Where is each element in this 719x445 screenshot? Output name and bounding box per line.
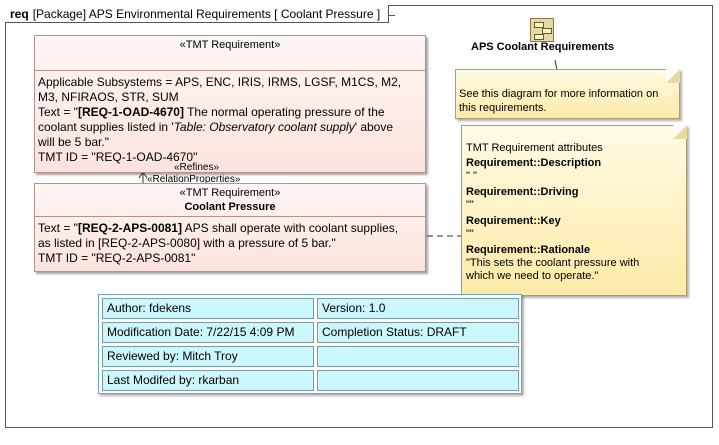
text-content-2b: ' above: [354, 120, 394, 134]
note-fold: [673, 125, 687, 139]
frame-kind: req: [10, 7, 29, 21]
note-text: See this diagram for more information on…: [456, 70, 679, 115]
note-fold: [666, 69, 680, 83]
subsystems-line-2: M3, NFIRAOS, STR, SUM: [38, 90, 179, 104]
note-diagram-info[interactable]: See this diagram for more information on…: [455, 69, 680, 119]
completion-status-cell: Completion Status: DRAFT: [317, 322, 519, 343]
refines-label: «Refines»: [174, 162, 220, 173]
attribute-value-2: which we need to operate.": [466, 270, 599, 282]
last-modified-by-cell: Last Modifed by: rkarban: [102, 370, 314, 391]
note-requirement-attributes[interactable]: TMT Requirement attributes Requirement::…: [461, 125, 687, 296]
note-line-1: See this diagram for more information on: [459, 88, 659, 100]
modification-date-cell: Modification Date: 7/22/15 4:09 PM: [102, 322, 314, 343]
diagram-info-table: Author: fdekens Version: 1.0 Modificatio…: [98, 294, 522, 394]
text-prefix: Text = ": [38, 221, 78, 235]
text-content: The normal operating pressure of the: [183, 105, 385, 119]
text-prefix: Text = ": [38, 105, 78, 119]
text-line-3: will be 5 bar.": [38, 135, 109, 149]
author-cell: Author: fdekens: [102, 298, 314, 319]
attribute-value: " ": [466, 170, 477, 182]
frame-header: req[Package] APS Environmental Requireme…: [5, 5, 390, 23]
attribute-name: Requirement::Key: [466, 215, 561, 227]
text-content-2a: coolant supplies listed in ': [38, 120, 174, 134]
version-cell: Version: 1.0: [317, 298, 519, 319]
text-line: Text = "[REQ-1-OAD-4670] The normal oper…: [38, 105, 422, 120]
requirement-stereotype: «TMT Requirement»: [179, 39, 281, 51]
attribute-value: "This sets the coolant pressure with: [466, 257, 640, 269]
requirement-box-coolant-pressure[interactable]: «TMT Requirement» Coolant Pressure Text …: [34, 183, 426, 272]
package-anchor-line: [554, 59, 558, 71]
text-content: APS shall operate with coolant supplies,: [181, 221, 399, 235]
attribute-name: Requirement::Description: [466, 157, 602, 169]
text-id: [REQ-2-APS-0081]: [77, 221, 182, 235]
tmt-id-line: TMT ID = "REQ-2-APS-0081": [38, 251, 196, 265]
text-id: [REQ-1-OAD-4670]: [77, 105, 184, 119]
attribute-list: Requirement::Description " " Requirement…: [462, 157, 686, 283]
subsystems-line: Applicable Subsystems = APS, ENC, IRIS, …: [38, 75, 402, 89]
attribute-value: "": [466, 228, 474, 240]
frame-title: [Package] APS Environmental Requirements…: [32, 7, 381, 21]
text-line-2: as listed in [REQ-2-APS-0080] with a pre…: [38, 236, 336, 250]
requirement-name: Coolant Pressure: [184, 201, 276, 213]
note-header: TMT Requirement attributes: [466, 142, 603, 154]
requirement-body: Text = "[REQ-2-APS-0081] APS shall opera…: [35, 217, 425, 266]
requirement-box-oad[interactable]: «TMT Requirement» Applicable Subsystems …: [34, 35, 426, 173]
attribute-name: Requirement::Rationale: [466, 244, 591, 256]
reviewed-by-cell: Reviewed by: Mitch Troy: [102, 346, 314, 367]
compartment-divider: [35, 70, 425, 71]
empty-cell: [317, 346, 519, 367]
table-reference: Table: Observatory coolant supply: [173, 120, 355, 134]
text-line: Text = "[REQ-2-APS-0081] APS shall opera…: [38, 221, 422, 236]
text-line-2: coolant supplies listed in 'Table: Obser…: [38, 120, 422, 135]
attribute-name: Requirement::Driving: [466, 186, 579, 198]
diagram-icon[interactable]: [530, 18, 554, 42]
tmt-id-line: TMT ID = "REQ-1-OAD-4670": [38, 150, 198, 164]
requirement-body: Applicable Subsystems = APS, ENC, IRIS, …: [35, 71, 425, 165]
relation-properties-label: «RelationProperties»: [147, 174, 241, 185]
attribute-value: "": [466, 199, 474, 211]
compartment-divider: [35, 216, 425, 217]
note-line-2: this requirements.: [459, 102, 547, 114]
diagram-reference-title[interactable]: APS Coolant Requirements: [471, 41, 615, 53]
empty-cell: [317, 370, 519, 391]
requirement-stereotype: «TMT Requirement»: [179, 187, 281, 199]
